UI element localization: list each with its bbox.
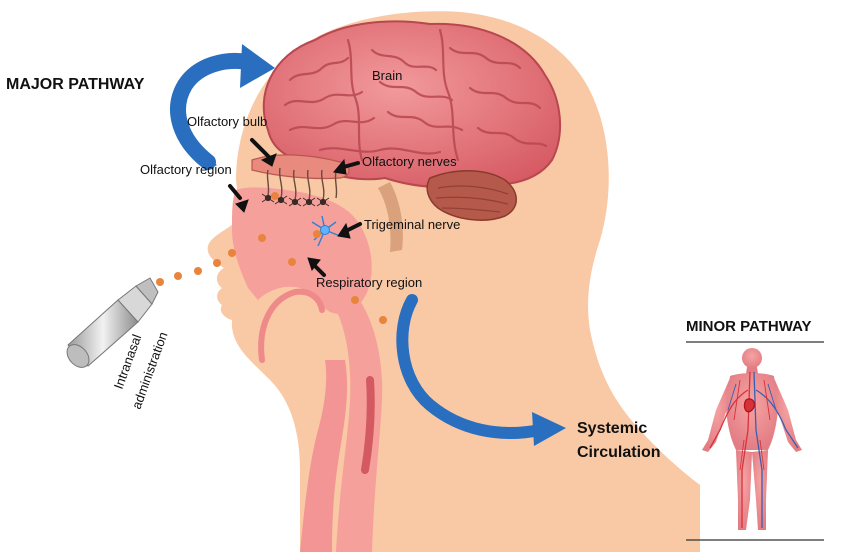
minor-pathway-arrow — [396, 294, 566, 446]
olfactory-nerves-label: Olfactory nerves — [362, 154, 457, 169]
olfactory-nerves — [266, 167, 338, 201]
circulatory-body-figure — [686, 341, 824, 541]
brain — [262, 20, 562, 252]
systemic-circulation-line1: Systemic — [577, 420, 647, 437]
brain-label: Brain — [372, 68, 402, 83]
systemic-circulation-line2: Circulation — [577, 444, 661, 461]
nasal-spray-bottle — [66, 277, 159, 368]
minor-pathway-heading: MINOR PATHWAY — [686, 318, 812, 335]
trigeminal-nerve-label: Trigeminal nerve — [364, 217, 460, 232]
major-pathway-heading: MAJOR PATHWAY — [6, 76, 145, 93]
olfactory-bulb — [251, 154, 350, 180]
olfactory-neurons — [261, 193, 330, 207]
major-pathway-arrow — [170, 44, 275, 170]
respiratory-region-label: Respiratory region — [316, 275, 422, 290]
olfactory-region-label: Olfactory region — [140, 162, 232, 177]
spray-droplets — [156, 192, 387, 324]
nasal-cavity — [232, 187, 383, 552]
pointer-arrows — [228, 138, 362, 277]
olfactory-bulb-label: Olfactory bulb — [187, 114, 267, 129]
